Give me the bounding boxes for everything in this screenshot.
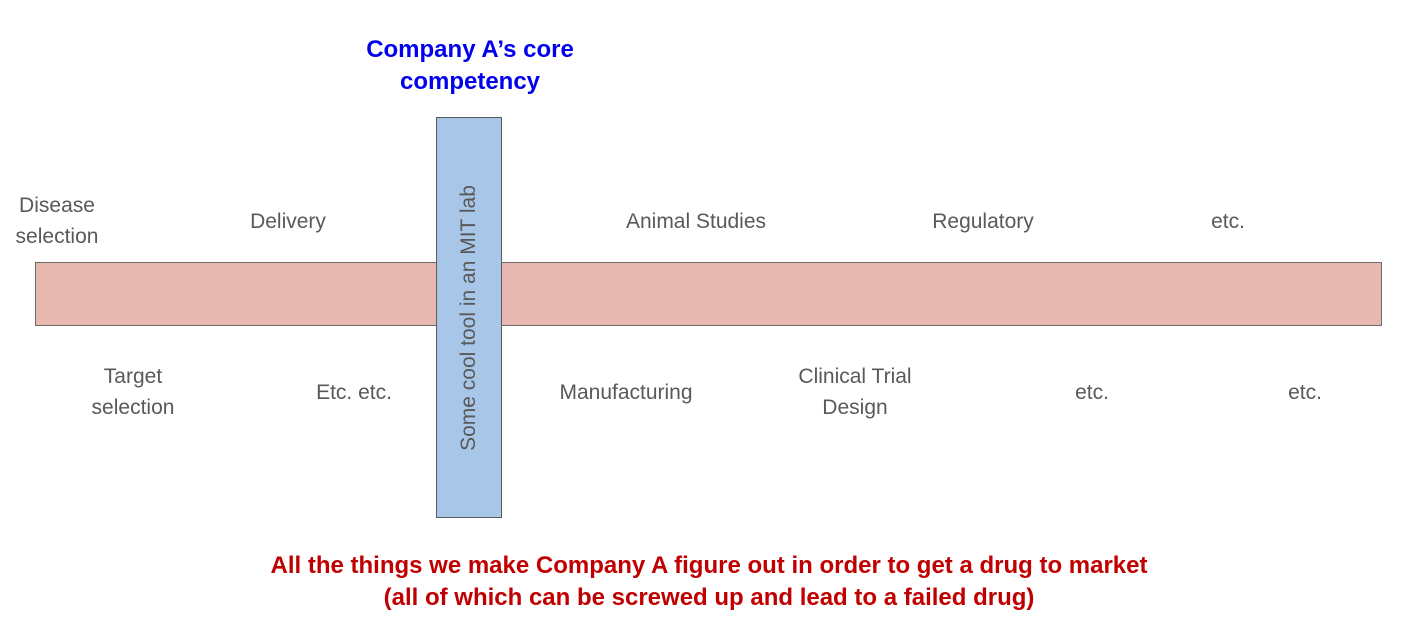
bottom-label-line: Target [103,365,163,388]
footer-caption: All the things we make Company A figure … [0,550,1404,614]
top-label-line: Disease [19,194,95,217]
top-label-etc: etc. [1211,206,1245,237]
top-label-delivery: Delivery [250,206,326,237]
mit-lab-tool-label: Some cool tool in an MIT lab [457,184,480,451]
bottom-label-clinical-trial-design: Clinical Trial Design [798,361,911,423]
bottom-label-etc: etc. [1075,377,1109,408]
top-label-disease-selection: Disease selection [16,190,99,252]
top-label-line: Animal Studies [625,210,767,233]
bottom-label-line: etc. [1288,381,1322,404]
bottom-label-line: etc. [1075,381,1109,404]
top-label-line: etc. [1211,210,1245,233]
heading-line-2: competency [399,68,541,95]
bottom-label-line: Etc. etc. [316,381,392,404]
heading-line-1: Company A’s core [366,36,574,63]
footer-line-1: All the things we make Company A figure … [270,552,1148,579]
bottom-label-target-selection: Target selection [92,361,175,423]
top-label-line: Delivery [250,210,326,233]
top-label-animal-studies: Animal Studies [626,206,766,237]
top-label-line: Regulatory [932,210,1034,233]
top-label-regulatory: Regulatory [932,206,1034,237]
top-label-line: selection [15,225,99,248]
footer-line-2: (all of which can be screwed up and lead… [383,584,1035,611]
bottom-label-manufacturing: Manufacturing [559,377,692,408]
bottom-label-line: selection [91,396,175,419]
bottom-label-line: Clinical Trial [798,365,912,388]
mit-lab-tool-bar: Some cool tool in an MIT lab [436,117,502,518]
bottom-label-etc: etc. [1288,377,1322,408]
core-competency-heading: Company A’s core competency [320,34,620,98]
bottom-label-etc-etc: Etc. etc. [316,377,392,408]
bottom-label-line: Design [822,396,888,419]
horizontal-process-band [35,262,1382,326]
bottom-label-line: Manufacturing [559,381,693,404]
